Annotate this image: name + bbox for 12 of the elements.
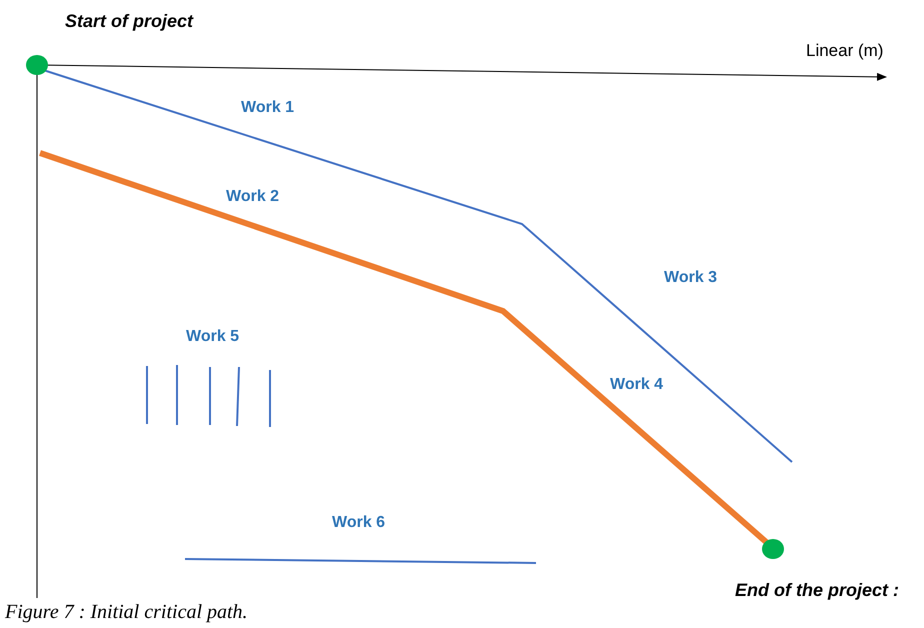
milestone-dot xyxy=(762,539,784,559)
work-label: Work 5 xyxy=(186,328,240,346)
milestone-dot xyxy=(26,55,48,75)
work-label: Work 4 xyxy=(610,376,664,394)
axis-label: Linear (m) xyxy=(806,41,884,61)
work-label: Work 1 xyxy=(241,99,294,117)
work-label: Work 3 xyxy=(664,269,718,287)
figure-caption: Figure 7 : Initial critical path. xyxy=(5,601,248,624)
work-label: Work 6 xyxy=(332,514,386,532)
milestone-label: Start of project xyxy=(65,11,194,32)
milestone-label: End of the project : xyxy=(735,580,899,601)
work-label: Work 2 xyxy=(226,188,280,206)
